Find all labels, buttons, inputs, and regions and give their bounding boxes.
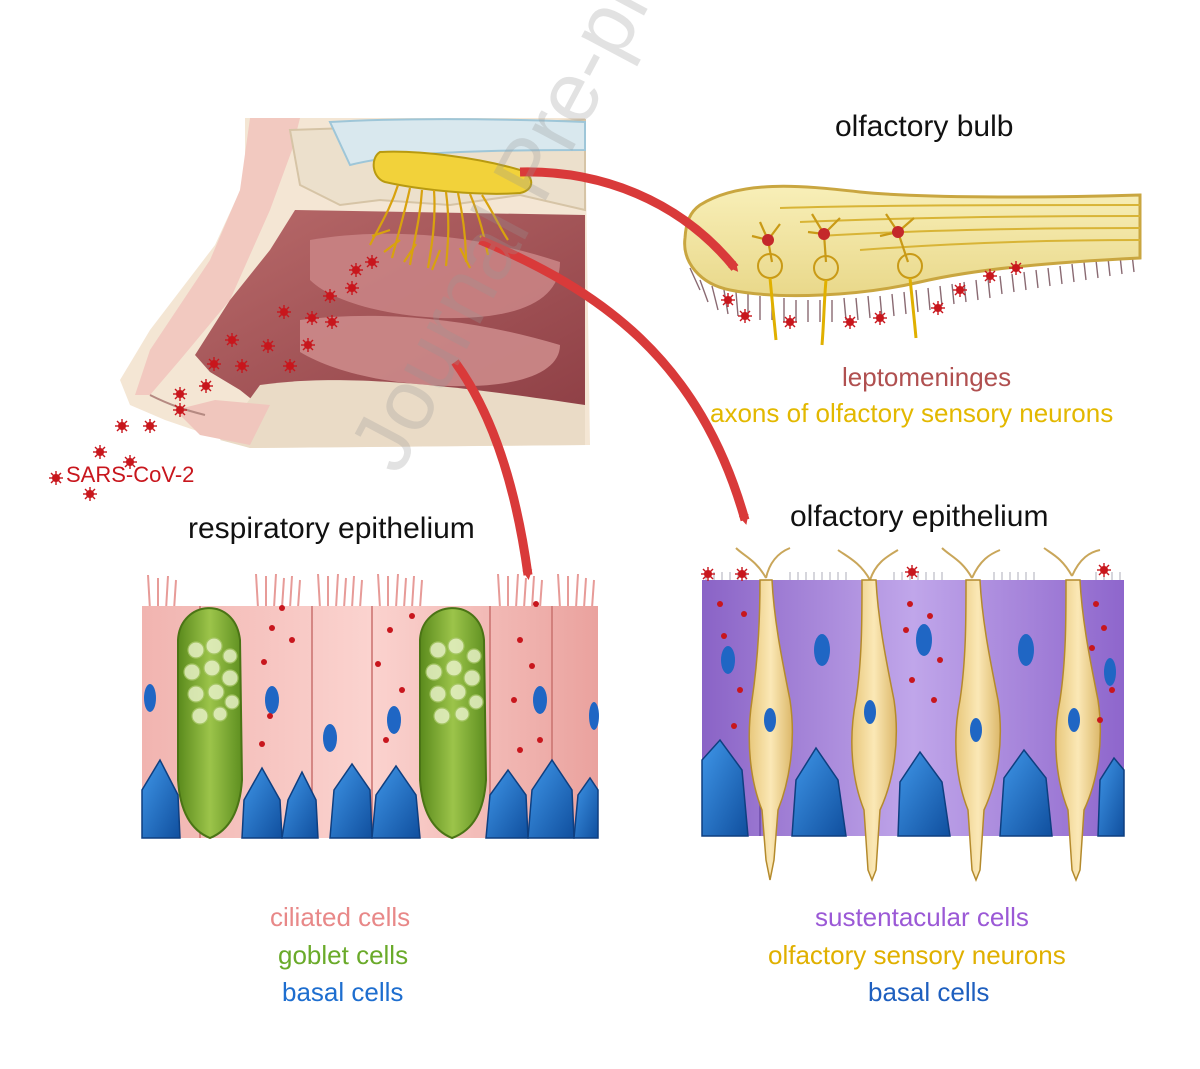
olfactory-cilia [735,547,1101,581]
label-goblet-cells: goblet cells [278,940,409,970]
basal-cells-olfactory [701,738,1125,837]
olfactory-epithelium-illustration [700,547,1125,883]
olfactory-axons [768,277,918,346]
respiratory-epithelium-illustration [141,573,599,840]
olfactory-nerve-fibers [369,184,509,271]
sars-cov-2-label: SARS-CoV-2 [66,462,195,487]
label-axons-olfactory-sensory-neurons: axons of olfactory sensory neurons [710,398,1114,428]
leptomeninges-fringe [689,253,1135,322]
olfactory-bulb-illustration [683,184,1142,346]
label-basal-cells-olfactory: basal cells [868,977,990,1007]
title-olfactory-bulb: olfactory bulb [835,110,1014,143]
arrow-to-respiratory-epithelium [451,359,533,580]
title-respiratory-epithelium: respiratory epithelium [188,512,475,545]
label-ciliated-cells: ciliated cells [270,902,411,932]
label-sustentacular-cells: sustentacular cells [815,902,1029,932]
arrow-to-bulb [519,167,739,272]
label-leptomeninges: leptomeninges [842,362,1012,392]
basal-cells-respiratory [141,758,599,839]
label-basal-cells-respiratory: basal cells [282,977,404,1007]
olfactory-bulb-small [372,150,533,195]
arrow-to-olfactory-epithelium [478,235,750,525]
cilia [147,573,595,611]
title-olfactory-epithelium: olfactory epithelium [790,500,1049,533]
mitral-cells [751,213,915,263]
pathway-arrows [451,167,750,580]
label-olfactory-sensory-neurons: olfactory sensory neurons [768,940,1066,970]
